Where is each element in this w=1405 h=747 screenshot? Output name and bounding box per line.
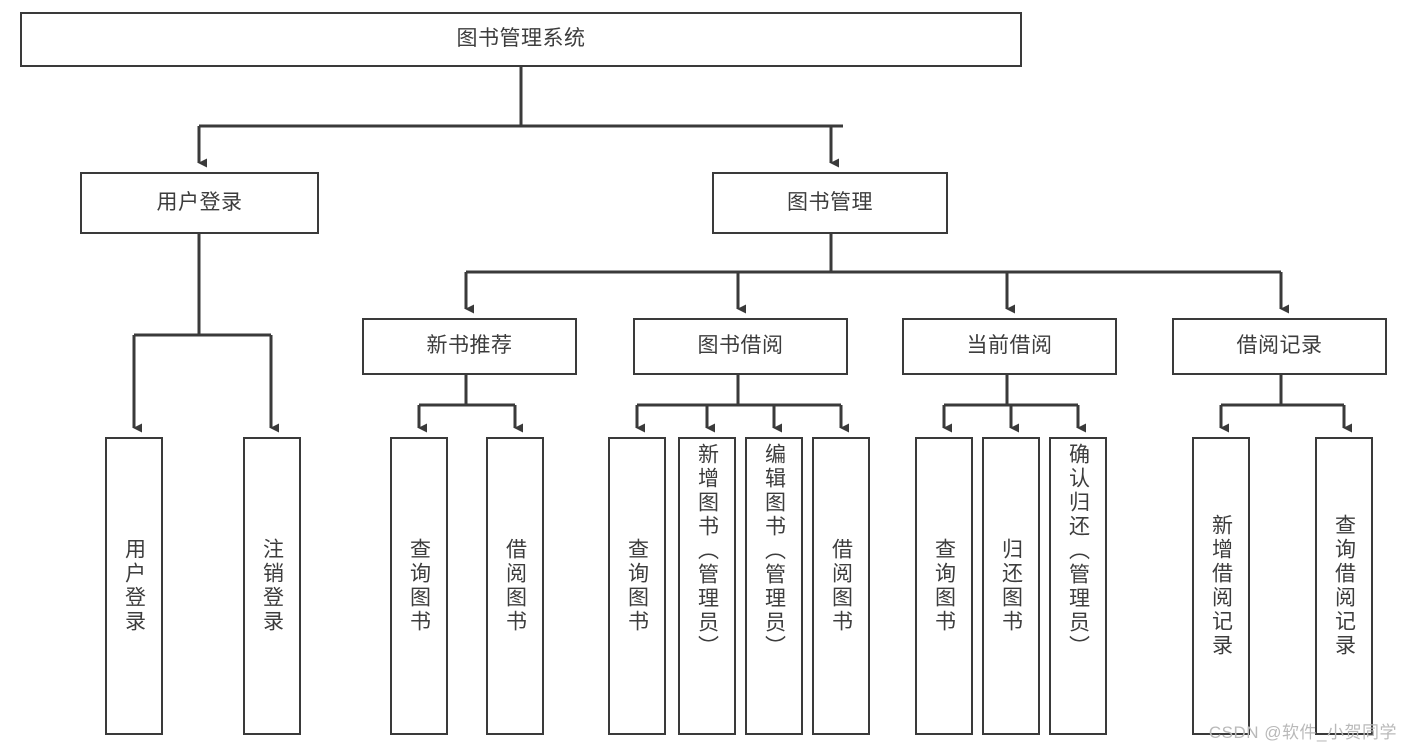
node-leaf-cur-return-book[interactable]: 归还图书 (982, 437, 1040, 735)
node-new-book-recommend[interactable]: 新书推荐 (362, 318, 577, 375)
node-leaf-cur-query-book-label: 查询图书 (932, 538, 956, 634)
node-leaf-rec-borrow-book[interactable]: 借阅图书 (486, 437, 544, 735)
node-leaf-borrow-query-book[interactable]: 查询图书 (608, 437, 666, 735)
node-leaf-rec-query-book-label: 查询图书 (407, 538, 431, 634)
node-borrow-record[interactable]: 借阅记录 (1172, 318, 1387, 375)
node-leaf-user-logout-label: 注销登录 (260, 538, 284, 634)
node-leaf-user-login-label: 用户登录 (122, 538, 146, 634)
node-borrow-record-label: 借阅记录 (1236, 334, 1323, 358)
node-leaf-cur-query-book[interactable]: 查询图书 (915, 437, 973, 735)
node-leaf-borrow-add-book[interactable]: 新增图书（管理员） (678, 437, 736, 735)
node-current-borrow-label: 当前借阅 (966, 334, 1053, 358)
node-leaf-borrow-query-book-label: 查询图书 (625, 538, 649, 634)
node-book-borrow[interactable]: 图书借阅 (633, 318, 848, 375)
node-leaf-rec-query-book[interactable]: 查询图书 (390, 437, 448, 735)
node-leaf-borrow-add-book-label: 新增图书（管理员） (695, 443, 719, 659)
csdn-watermark: CSDN @软件_小贺同学 (1208, 723, 1397, 742)
node-leaf-cur-confirm-return-label: 确认归还（管理员） (1066, 443, 1090, 659)
node-book-borrow-label: 图书借阅 (697, 334, 784, 358)
node-leaf-borrow-borrow-book-label: 借阅图书 (829, 538, 853, 634)
node-user-login-label: 用户登录 (156, 190, 243, 214)
node-leaf-cur-confirm-return[interactable]: 确认归还（管理员） (1049, 437, 1107, 735)
node-user-login[interactable]: 用户登录 (80, 172, 319, 234)
node-leaf-borrow-borrow-book[interactable]: 借阅图书 (812, 437, 870, 735)
node-root-label: 图书管理系统 (456, 27, 586, 51)
node-leaf-user-logout[interactable]: 注销登录 (243, 437, 301, 735)
node-leaf-borrow-edit-book[interactable]: 编辑图书（管理员） (745, 437, 803, 735)
node-leaf-cur-return-book-label: 归还图书 (999, 538, 1023, 634)
node-leaf-rec-add-record[interactable]: 新增借阅记录 (1192, 437, 1250, 735)
node-leaf-rec-add-record-label: 新增借阅记录 (1209, 514, 1233, 658)
node-book-manage-label: 图书管理 (787, 190, 873, 214)
node-leaf-rec-borrow-book-label: 借阅图书 (503, 538, 527, 634)
node-root[interactable]: 图书管理系统 (20, 12, 1022, 67)
node-leaf-rec-query-record[interactable]: 查询借阅记录 (1315, 437, 1373, 735)
node-leaf-rec-query-record-label: 查询借阅记录 (1332, 514, 1356, 658)
node-new-book-recommend-label: 新书推荐 (426, 334, 513, 358)
node-leaf-borrow-edit-book-label: 编辑图书（管理员） (762, 443, 786, 659)
node-current-borrow[interactable]: 当前借阅 (902, 318, 1117, 375)
node-leaf-user-login[interactable]: 用户登录 (105, 437, 163, 735)
node-book-manage[interactable]: 图书管理 (712, 172, 948, 234)
